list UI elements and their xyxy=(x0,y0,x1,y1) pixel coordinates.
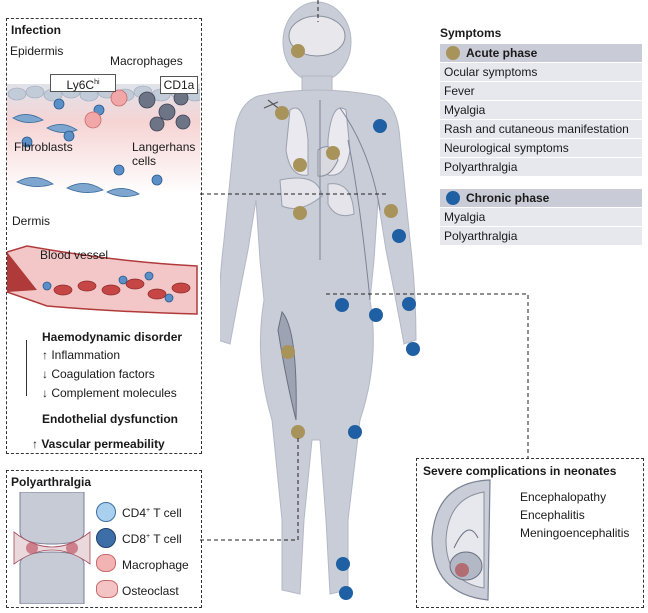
osteoclast-icon xyxy=(96,580,118,598)
cd8-label: CD8+ T cell xyxy=(122,532,182,546)
blood-vessel-illustration xyxy=(7,245,198,315)
cd1a-box: CD1a xyxy=(160,76,198,94)
joint-illustration xyxy=(13,492,91,604)
chronic-dot-thigh xyxy=(369,308,383,322)
acute-dot-eye xyxy=(291,44,305,58)
chronic-dot-knee xyxy=(348,425,362,439)
human-body-illustration xyxy=(220,1,417,595)
langerhans-label: Langerhans xyxy=(132,140,196,154)
cd8-rest: T cell xyxy=(150,532,182,546)
chronic-dot-hand xyxy=(406,342,420,356)
cd4-text: CD4 xyxy=(122,506,147,520)
haemodynamic-bracket xyxy=(26,340,35,396)
cd8-text: CD8 xyxy=(122,532,147,546)
fetus-illustration xyxy=(431,479,491,601)
ly6c-sup: hi xyxy=(94,79,100,86)
chronic-dot-ankle xyxy=(336,557,350,571)
acute-dot-knee xyxy=(291,425,305,439)
acute-dot-chest xyxy=(293,158,307,172)
infection-title: Infection xyxy=(11,23,61,37)
epidermis-label: Epidermis xyxy=(10,44,64,58)
acute-dot-heart xyxy=(326,146,340,160)
inflammation-label: ↑ Inflammation xyxy=(42,348,121,362)
permeability-label: ↑ Vascular permeability xyxy=(32,437,165,451)
acute-legend-dot xyxy=(446,46,460,60)
cd4-label: CD4+ T cell xyxy=(122,506,182,520)
acute-item: Myalgia xyxy=(440,101,642,119)
cd4-t-cell-icon xyxy=(96,502,116,522)
acute-item: Neurological symptoms xyxy=(440,139,642,157)
acute-dot-abdomen xyxy=(293,206,307,220)
chronic-dot-foot xyxy=(339,586,353,600)
neonate-item: Meningoencephalitis xyxy=(520,526,630,540)
chronic-legend-dot xyxy=(446,191,460,205)
neonates-title: Severe complications in neonates xyxy=(423,464,617,478)
ly6c-label: Ly6C xyxy=(66,78,95,92)
neonate-item: Encephalitis xyxy=(520,508,585,522)
skin-illustration xyxy=(7,84,200,197)
coagulation-label: ↓ Coagulation factors xyxy=(42,367,155,381)
ly6c-box: Ly6Chi xyxy=(50,74,116,92)
neonate-item: Encephalopathy xyxy=(520,490,607,504)
chronic-item: Polyarthralgia xyxy=(440,227,642,245)
complement-label: ↓ Complement molecules xyxy=(42,386,177,400)
acute-dot-arm xyxy=(384,204,398,218)
macrophages-label: Macrophages xyxy=(110,54,183,68)
symptoms-title: Symptoms xyxy=(440,26,502,40)
blood-vessel-label: Blood vessel xyxy=(40,248,109,262)
polyarthralgia-title: Polyarthralgia xyxy=(11,475,92,489)
cd8-t-cell-icon xyxy=(96,528,116,548)
endothelial-label: Endothelial dysfunction xyxy=(42,412,179,426)
macrophage-label: Macrophage xyxy=(122,558,189,572)
chronic-phase-label: Chronic phase xyxy=(466,191,550,205)
acute-dot-leg xyxy=(281,345,295,359)
acute-item: Polyarthralgia xyxy=(440,158,642,176)
acute-phase-header: Acute phase xyxy=(440,44,642,62)
dermis-label: Dermis xyxy=(12,214,50,228)
acute-item: Rash and cutaneous manifestation xyxy=(440,120,642,138)
acute-item: Fever xyxy=(440,82,642,100)
chronic-dot-hip xyxy=(335,298,349,312)
osteoclast-label: Osteoclast xyxy=(122,584,179,598)
acute-phase-label: Acute phase xyxy=(466,46,538,60)
fibroblasts-label: Fibroblasts xyxy=(14,140,73,154)
chronic-phase-header: Chronic phase xyxy=(440,189,642,207)
acute-dot-shoulder xyxy=(275,106,289,120)
langerhans-label-2: cells xyxy=(132,154,157,168)
haemodynamic-label: Haemodynamic disorder xyxy=(42,330,183,344)
cd8-sup: + xyxy=(146,533,151,540)
macrophage-icon xyxy=(96,554,116,572)
chronic-dot-shoulder xyxy=(373,119,387,133)
acute-item: Ocular symptoms xyxy=(440,63,642,81)
chronic-dot-wrist xyxy=(402,297,416,311)
cd4-rest: T cell xyxy=(150,506,182,520)
chronic-dot-elbow xyxy=(392,229,406,243)
chronic-item: Myalgia xyxy=(440,208,642,226)
cd4-sup: + xyxy=(146,507,151,514)
